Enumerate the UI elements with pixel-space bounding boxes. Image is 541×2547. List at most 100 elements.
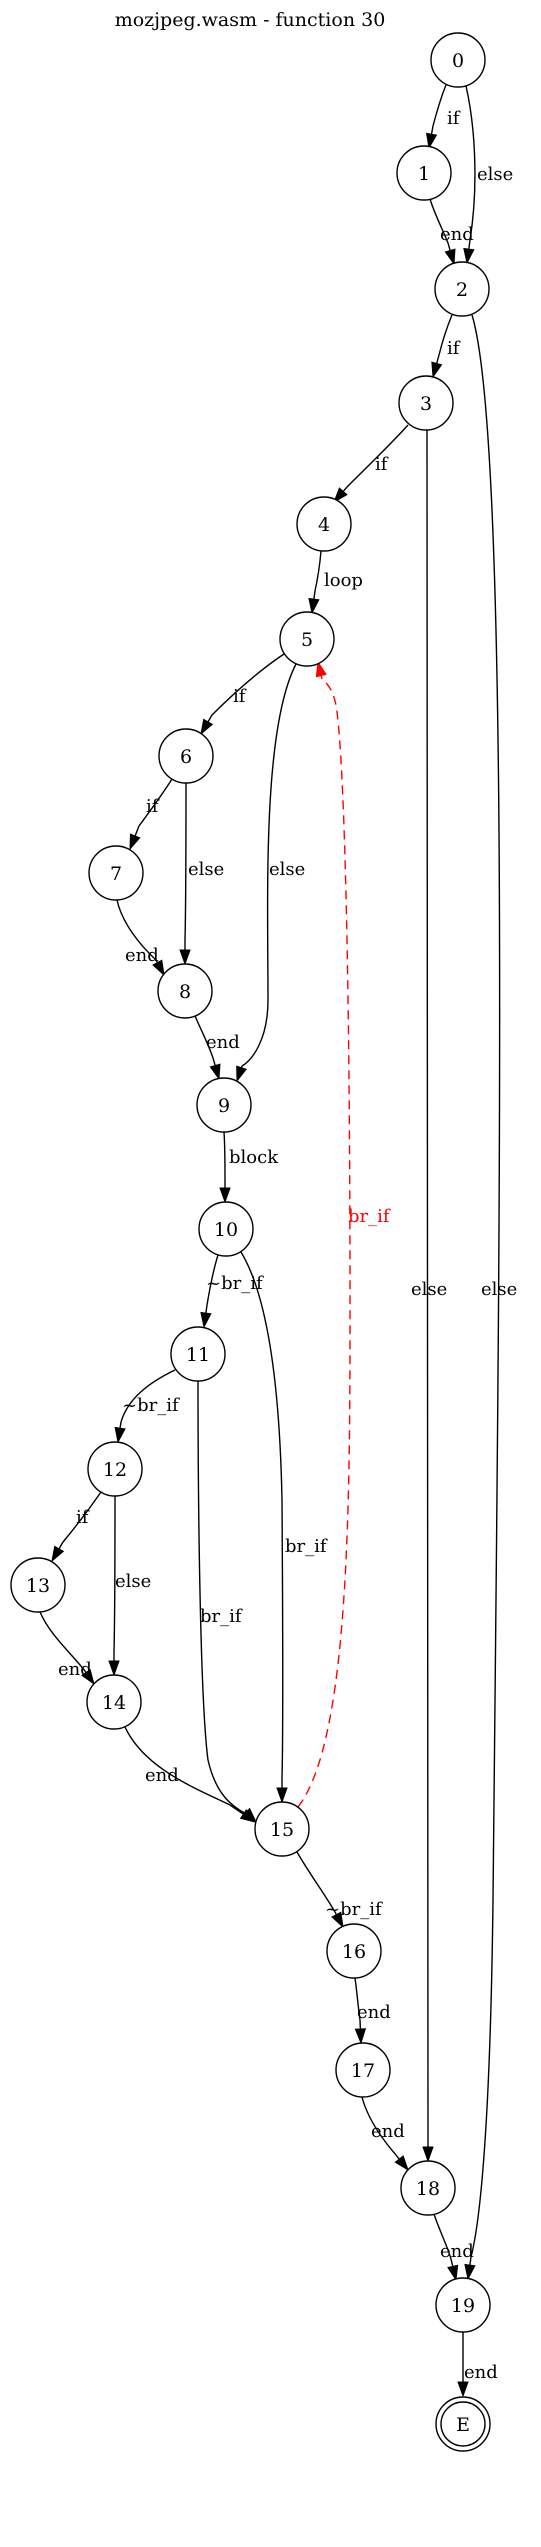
- edge-arrowhead: [422, 2146, 434, 2163]
- edge-arrowhead: [236, 1065, 248, 1083]
- edge-line: [206, 1254, 219, 1306]
- edge-line: [361, 2096, 397, 2156]
- edge-0-1: if: [425, 84, 461, 150]
- edge-line-end: [229, 1804, 244, 1815]
- node-label: 9: [218, 1095, 230, 1117]
- edge-label: else: [411, 1279, 447, 1300]
- edge-line-end: [320, 675, 323, 680]
- edges-layer: ifelseendifelseifelseloopifelseifelseend…: [39, 84, 517, 2398]
- edge-line-end: [450, 2258, 454, 2267]
- node-label: 13: [26, 1575, 50, 1597]
- edge-arrowhead: [129, 833, 141, 851]
- edge-arrowhead: [463, 247, 475, 265]
- edge-arrowhead: [209, 1063, 221, 1081]
- node-circle: [279, 611, 335, 667]
- edge-11-15: br_if: [197, 1380, 258, 1824]
- edge-line: [124, 1726, 231, 1806]
- node-circle: [400, 2160, 456, 2216]
- edge-0-2: else: [463, 85, 513, 265]
- edge-line: [296, 1851, 336, 1913]
- node-label: 3: [420, 393, 432, 415]
- edge-line: [346, 424, 409, 488]
- edge-6-7: if: [129, 778, 173, 851]
- node-label: 8: [179, 981, 191, 1003]
- edge-label: else: [115, 1571, 151, 1592]
- edge-label: if: [447, 108, 461, 129]
- edge-label: end: [440, 2241, 474, 2262]
- edge-arrowhead: [457, 2381, 469, 2398]
- edge-line-end: [447, 242, 451, 251]
- edge-line: [426, 429, 429, 2139]
- edge-arrowhead: [114, 1426, 126, 1444]
- edge-label: ~br_if: [325, 1899, 383, 1920]
- edge-label: block: [229, 1147, 279, 1168]
- edge-2-3: if: [431, 314, 461, 379]
- edge-8-9: end: [194, 1015, 240, 1081]
- edge-10-11: ~br_if: [200, 1254, 264, 1329]
- edge-line: [223, 1131, 226, 1179]
- node-circle: [86, 1674, 142, 1730]
- edge-line-end: [342, 486, 348, 492]
- node-label: E: [456, 2414, 470, 2436]
- edge-line-end: [212, 1057, 216, 1066]
- edge-arrowhead: [394, 2155, 409, 2172]
- edge-label: if: [233, 686, 247, 707]
- edge-18-19: end: [433, 2213, 474, 2282]
- edge-7-8: end: [116, 899, 165, 977]
- node-label: 2: [456, 279, 468, 301]
- edge-line: [39, 1611, 86, 1672]
- node-circle: [10, 1557, 66, 1613]
- edge-line: [314, 550, 322, 592]
- edge-10-15: br_if: [240, 1251, 328, 1804]
- node-label: 7: [110, 863, 122, 885]
- edge-label: if: [447, 338, 461, 359]
- edge-line-end: [207, 714, 213, 723]
- edge-1-2: end: [429, 198, 474, 266]
- node-circle: [170, 1326, 226, 1382]
- edge-line: [429, 198, 449, 244]
- node-circle: [198, 1201, 254, 1257]
- node-label: 1: [418, 163, 430, 185]
- node-7: 7: [88, 845, 144, 901]
- edge-arrowhead: [51, 1545, 65, 1563]
- node-3: 3: [398, 375, 454, 431]
- edge-arrowhead: [219, 1187, 231, 1204]
- edge-17-18: end: [361, 2096, 409, 2172]
- edge-arrowhead: [81, 1668, 95, 1686]
- node-17: 17: [335, 2042, 391, 2098]
- edge-label: end: [464, 2362, 498, 2383]
- edge-label: if: [76, 1507, 90, 1528]
- node-label: 6: [180, 746, 192, 768]
- node-circle: [335, 2042, 391, 2098]
- edge-arrowhead: [200, 1311, 212, 1329]
- edge-arrowhead: [308, 597, 320, 615]
- edge-line-end: [430, 125, 434, 135]
- edge-label: else: [481, 1279, 517, 1300]
- node-0: 0: [430, 32, 486, 88]
- node-10: 10: [198, 1201, 254, 1257]
- edge-label: end: [206, 1032, 240, 1053]
- edge-arrowhead: [276, 1787, 288, 1804]
- edge-arrowhead: [315, 660, 327, 678]
- node-18: 18: [400, 2160, 456, 2216]
- edge-label: end: [58, 1659, 92, 1680]
- edge-line-end: [436, 354, 440, 364]
- edge-line-end: [468, 239, 471, 250]
- edge-arrowhead: [108, 1660, 120, 1677]
- node-circle: [430, 32, 486, 88]
- edge-line: [113, 1495, 116, 1653]
- node-circle: [88, 845, 144, 901]
- edge-label: ~br_if: [122, 1395, 180, 1416]
- edge-12-13: if: [51, 1491, 102, 1563]
- node-11: 11: [170, 1326, 226, 1382]
- node-12: 12: [87, 1441, 143, 1497]
- edge-label: else: [188, 859, 224, 880]
- edge-arrowhead: [464, 2263, 476, 2281]
- node-label: 5: [301, 629, 313, 651]
- edge-line-end: [395, 2154, 400, 2160]
- node-circle: [196, 1077, 252, 1133]
- edge-arrowhead: [354, 2028, 367, 2045]
- edge-line-end: [134, 825, 140, 837]
- edge-5-6: if: [200, 653, 285, 736]
